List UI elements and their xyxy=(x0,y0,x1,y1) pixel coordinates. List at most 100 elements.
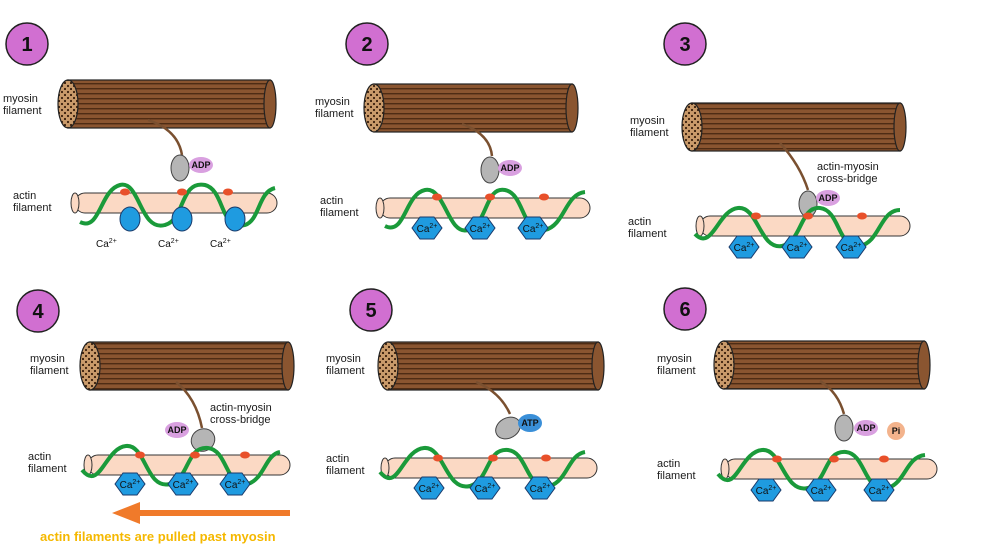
binding-site xyxy=(120,188,130,196)
calcium-troponin: Ca2+ xyxy=(524,476,556,500)
myosin-head xyxy=(170,154,190,182)
myosin-neck xyxy=(475,380,512,415)
adp-molecule: ADP xyxy=(816,190,840,206)
binding-site xyxy=(135,451,145,459)
calcium-troponin: Ca2+ xyxy=(167,472,199,496)
svg-text:Ca2+: Ca2+ xyxy=(419,483,440,495)
caption: actin filaments are pulled past myosin xyxy=(40,529,276,544)
calcium-troponin: Ca2+ xyxy=(835,235,867,259)
calcium-ion-label: Ca2+ xyxy=(210,238,231,250)
svg-text:Ca2+: Ca2+ xyxy=(787,242,808,254)
calcium-troponin: Ca2+ xyxy=(464,216,496,240)
calcium-troponin: Ca2+ xyxy=(728,235,760,259)
phosphate-molecule: Pi xyxy=(887,422,905,440)
binding-site xyxy=(879,455,889,463)
binding-site xyxy=(240,451,250,459)
step-number-6: 6 xyxy=(679,299,690,321)
step-badge-6: 6 xyxy=(663,287,707,331)
step-badge-5: 5 xyxy=(349,288,393,332)
calcium-troponin: Ca2+ xyxy=(413,476,445,500)
atp-molecule: ATP xyxy=(518,414,542,432)
myosin-neck xyxy=(819,379,846,415)
binding-site xyxy=(857,212,867,220)
myosin-head xyxy=(480,156,500,184)
svg-text:Pi: Pi xyxy=(892,426,901,436)
svg-text:Ca2+: Ca2+ xyxy=(225,479,246,491)
myosin-filament xyxy=(713,340,931,390)
pull-direction-arrow xyxy=(112,502,290,524)
step-badge-4: 4 xyxy=(16,289,60,333)
binding-site xyxy=(177,188,187,196)
step-number-5: 5 xyxy=(365,300,376,322)
svg-text:ADP: ADP xyxy=(856,423,875,433)
calcium-troponin: Ca2+ xyxy=(469,476,501,500)
svg-text:Ca2+: Ca2+ xyxy=(869,485,890,497)
binding-site xyxy=(803,212,813,220)
troponin xyxy=(224,206,246,232)
calcium-troponin: Ca2+ xyxy=(863,478,895,502)
binding-site xyxy=(190,451,200,459)
step-number-1: 1 xyxy=(21,34,32,56)
binding-site xyxy=(751,212,761,220)
binding-site xyxy=(223,188,233,196)
svg-text:Ca2+: Ca2+ xyxy=(734,242,755,254)
calcium-troponin: Ca2+ xyxy=(114,472,146,496)
troponin xyxy=(119,206,141,232)
svg-text:Ca2+: Ca2+ xyxy=(475,483,496,495)
adp-molecule: ADP xyxy=(165,422,189,438)
myosin-filament xyxy=(363,83,579,133)
calcium-troponin: Ca2+ xyxy=(517,216,549,240)
step-number-4: 4 xyxy=(32,301,44,323)
myosin-neck xyxy=(147,118,184,156)
calcium-troponin: Ca2+ xyxy=(805,478,837,502)
calcium-troponin: Ca2+ xyxy=(781,235,813,259)
svg-text:Ca2+: Ca2+ xyxy=(841,242,862,254)
svg-text:ADP: ADP xyxy=(818,193,837,203)
myosin-head xyxy=(834,414,854,442)
calcium-ion-label: Ca2+ xyxy=(96,238,117,250)
binding-site xyxy=(432,193,442,201)
myosin-neck xyxy=(175,381,204,429)
myosin-filament xyxy=(681,102,907,152)
svg-text:ATP: ATP xyxy=(521,418,538,428)
svg-text:Ca2+: Ca2+ xyxy=(530,483,551,495)
binding-site xyxy=(485,193,495,201)
step-number-3: 3 xyxy=(679,34,690,56)
svg-text:ADP: ADP xyxy=(167,425,186,435)
svg-text:ADP: ADP xyxy=(500,163,519,173)
svg-text:Ca2+: Ca2+ xyxy=(523,223,544,235)
svg-text:Ca2+: Ca2+ xyxy=(470,223,491,235)
calcium-troponin: Ca2+ xyxy=(411,216,443,240)
svg-text:Ca2+: Ca2+ xyxy=(756,485,777,497)
binding-site xyxy=(829,455,839,463)
binding-site xyxy=(539,193,549,201)
calcium-troponin: Ca2+ xyxy=(750,478,782,502)
svg-text:ADP: ADP xyxy=(191,160,210,170)
svg-text:Ca2+: Ca2+ xyxy=(120,479,141,491)
myosin-filament xyxy=(377,341,605,391)
svg-text:Ca2+: Ca2+ xyxy=(173,479,194,491)
binding-site xyxy=(772,455,782,463)
adp-molecule: ADP xyxy=(189,157,213,173)
step-badge-1: 1 xyxy=(5,22,49,66)
myosin-neck xyxy=(779,142,810,191)
troponin xyxy=(171,206,193,232)
myosin-neck xyxy=(461,122,494,157)
